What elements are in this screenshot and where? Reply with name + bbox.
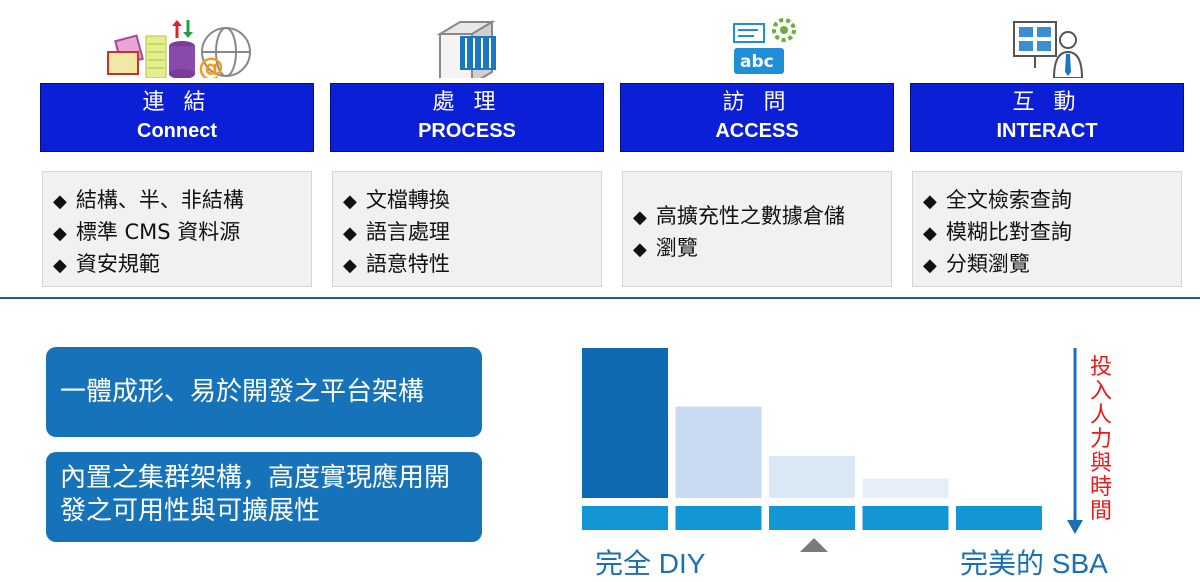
feature-text-cluster: 內置之集群架構，高度實現應用開發之可用性與可擴展性 bbox=[60, 463, 451, 526]
feature-pill-cluster: 內置之集群架構，高度實現應用開發之可用性與可擴展性 bbox=[46, 452, 482, 542]
column-header: 連 結 Connect bbox=[40, 83, 314, 152]
column-title-en: PROCESS bbox=[418, 120, 516, 142]
column-feature-list: 結構、半、非結構標準 CMS 資料源資安規範 bbox=[42, 171, 312, 287]
column-feature-list: 文檔轉換語言處理語意特性 bbox=[332, 171, 602, 287]
column-feature-list: 全文檢索查詢模糊比對查詢分類瀏覽 bbox=[912, 171, 1182, 287]
feature-list-item: 語意特性 bbox=[343, 249, 601, 281]
feature-list-item: 分類瀏覽 bbox=[923, 249, 1181, 281]
scale-segment bbox=[862, 506, 949, 530]
column-process: 處 理 PROCESS 文檔轉換語言處理語意特性 bbox=[330, 0, 604, 292]
effort-bar bbox=[675, 406, 762, 498]
chart-right-label: 完美的 SBA bbox=[960, 548, 1108, 579]
feature-list-item: 模糊比對查詢 bbox=[923, 217, 1181, 249]
scale-segment bbox=[675, 506, 762, 530]
column-header: 處 理 PROCESS bbox=[330, 83, 604, 152]
column-access: abc 訪 問 ACCESS 高擴充性之數據倉儲瀏覽 bbox=[620, 0, 894, 292]
effort-chart: 完全 DIY 完美的 SBA 投入人力與時間 bbox=[560, 330, 1200, 580]
column-title-en: Connect bbox=[137, 120, 217, 142]
svg-text:abc: abc bbox=[740, 52, 774, 72]
chart-axis-label: 投入人力與時間 bbox=[1089, 355, 1112, 524]
effort-bar bbox=[862, 478, 949, 498]
column-header: 互 動 INTERACT bbox=[910, 83, 1184, 152]
scale-segment bbox=[956, 506, 1042, 530]
feature-text-platform: 一體成形、易於開發之平台架構 bbox=[60, 376, 425, 407]
abc-gear-icon: abc bbox=[620, 8, 894, 78]
feature-list-item: 文檔轉換 bbox=[343, 185, 601, 217]
column-interact: 互 動 INTERACT 全文檢索查詢模糊比對查詢分類瀏覽 bbox=[910, 0, 1184, 292]
section-divider bbox=[0, 297, 1200, 299]
feature-list-item: 瀏覽 bbox=[633, 233, 891, 265]
feature-list-item: 語言處理 bbox=[343, 217, 601, 249]
balance-pointer-icon bbox=[800, 538, 828, 552]
effort-bar bbox=[769, 456, 855, 498]
data-sources-icon: @ bbox=[40, 8, 314, 83]
feature-list-item: 結構、半、非結構 bbox=[53, 185, 311, 217]
effort-bar bbox=[582, 348, 668, 498]
column-connect: @ 連 結 Connect 結構、半、非結構標準 CMS 資料源資安規範 bbox=[40, 0, 314, 292]
column-title-zh: 連 結 bbox=[142, 90, 212, 115]
feature-list-item: 標準 CMS 資料源 bbox=[53, 217, 311, 249]
server-icon bbox=[330, 8, 604, 86]
feature-list-item: 資安規範 bbox=[53, 249, 311, 281]
column-title-en: ACCESS bbox=[715, 120, 799, 142]
feature-pill-platform: 一體成形、易於開發之平台架構 bbox=[46, 347, 482, 437]
effort-chart-svg bbox=[582, 348, 1083, 552]
svg-text:@: @ bbox=[198, 53, 224, 78]
column-feature-list: 高擴充性之數據倉儲瀏覽 bbox=[622, 171, 892, 287]
column-title-zh: 互 動 bbox=[1012, 90, 1082, 115]
effort-axis-arrow-icon bbox=[1067, 520, 1083, 534]
chart-left-label: 完全 DIY bbox=[595, 548, 706, 579]
column-title-zh: 處 理 bbox=[432, 90, 502, 115]
column-title-zh: 訪 問 bbox=[722, 90, 792, 115]
column-title-en: INTERACT bbox=[996, 120, 1098, 142]
feature-list-item: 全文檢索查詢 bbox=[923, 185, 1181, 217]
presenter-icon bbox=[910, 8, 1184, 79]
scale-segment bbox=[582, 506, 668, 530]
scale-segment bbox=[769, 506, 855, 530]
feature-list-item: 高擴充性之數據倉儲 bbox=[633, 201, 891, 233]
column-header: 訪 問 ACCESS bbox=[620, 83, 894, 152]
